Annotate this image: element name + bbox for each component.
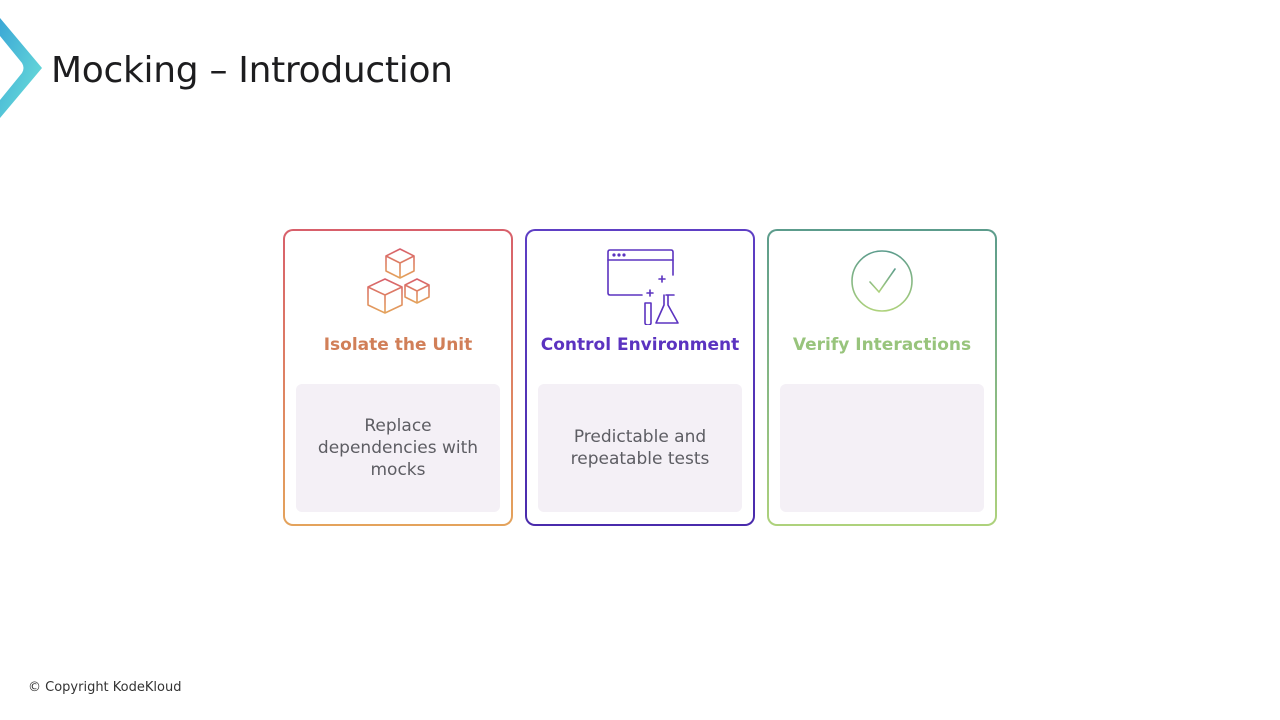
browser-lab-icon — [607, 249, 679, 325]
card-heading: Isolate the Unit — [323, 335, 473, 355]
card-description: Replace dependencies with mocks — [296, 384, 500, 512]
card-description: Predictable and repeatable tests — [538, 384, 742, 512]
card-heading: Control Environment — [540, 335, 740, 355]
card-verify-interactions: Verify Interactions — [767, 229, 997, 526]
cubes-icon — [367, 248, 430, 314]
check-circle-icon — [851, 250, 913, 312]
copyright-footer: © Copyright KodeKloud — [28, 680, 182, 695]
card-isolate-the-unit: Isolate the Unit Replace dependencies wi… — [283, 229, 513, 526]
kodekloud-logo-icon — [0, 18, 42, 118]
card-control-environment: Control Environment Predictable and repe… — [525, 229, 755, 526]
page-title: Mocking – Introduction — [51, 50, 453, 91]
card-heading: Verify Interactions — [792, 335, 972, 355]
card-description — [780, 384, 984, 512]
